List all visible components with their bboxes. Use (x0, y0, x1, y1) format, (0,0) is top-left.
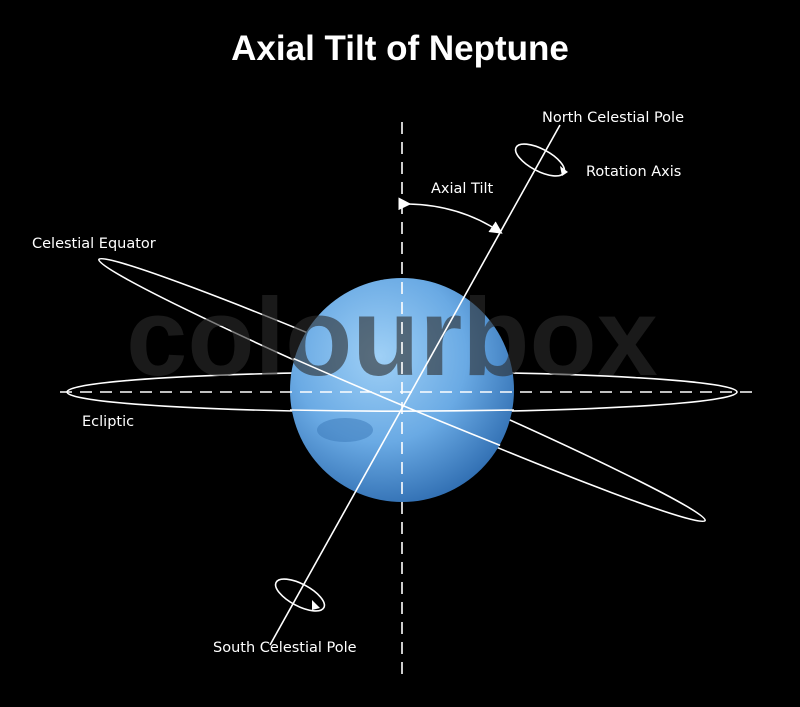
label-north-celestial-pole: North Celestial Pole (542, 110, 684, 126)
rotation-axis-line (269, 124, 561, 646)
rotation-arrow-icon (560, 166, 568, 176)
axial-tilt-arc (398, 197, 503, 234)
label-celestial-equator: Celestial Equator (32, 236, 156, 252)
watermark: colourbox (126, 276, 658, 399)
label-rotation-axis: Rotation Axis (586, 164, 681, 180)
label-axial-tilt: Axial Tilt (431, 181, 494, 197)
page-title: Axial Tilt of Neptune (231, 29, 569, 68)
south-rotation-ellipse (274, 578, 326, 612)
label-south-celestial-pole: South Celestial Pole (213, 640, 357, 656)
rotation-arrow-icon (312, 600, 320, 610)
label-ecliptic: Ecliptic (82, 414, 134, 430)
planet-dark-spot (317, 418, 373, 442)
